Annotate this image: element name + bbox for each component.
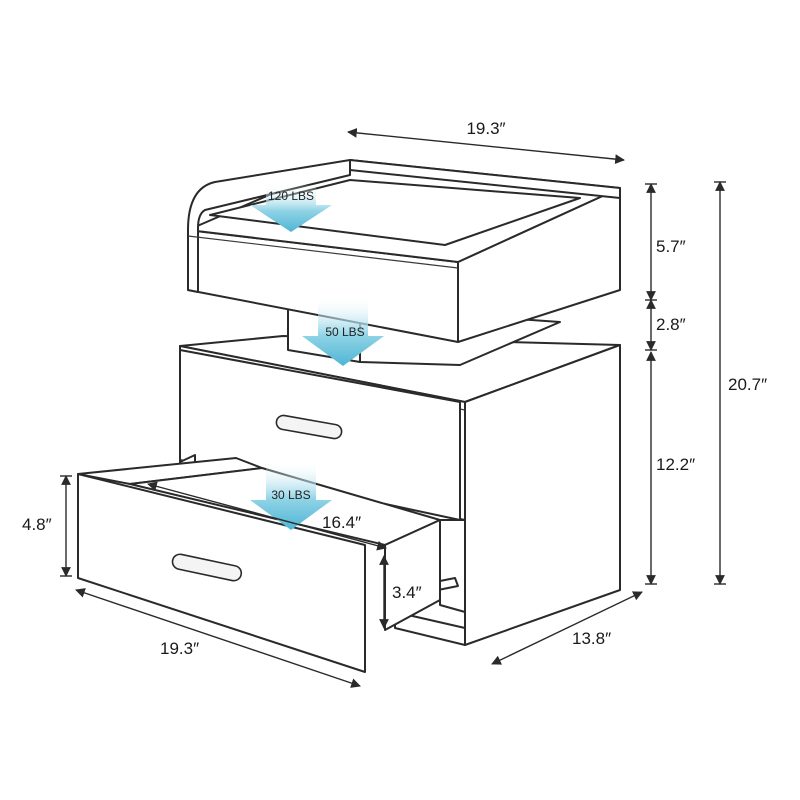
dimension-depth: 13.8″ [491,591,643,665]
top-shelf-height-label: 5.7″ [656,237,686,256]
drawer-inner-height-label: 3.4″ [392,583,422,602]
load-arrow-top-shelf: 120 LBS [250,185,332,232]
total-height-label: 20.7″ [728,375,767,394]
upper-drawer [179,349,461,521]
body-height-label: 12.2″ [656,455,695,474]
dimension-bottom-width: 19.3″ [75,588,361,688]
dimension-drawer-front-height: 4.8″ [22,475,72,577]
load-label-top-shelf: 120 LBS [268,189,314,203]
bottom-width-label: 19.3″ [160,639,199,658]
top-tray [187,159,621,343]
tray-left-rim [187,159,351,293]
open-shelf-height-label: 2.8″ [656,315,686,334]
drawer-depth-label: 16.4″ [322,513,361,532]
dimension-drawer-depth: 16.4″ [147,481,387,551]
dimension-total-height: 20.7″ [714,181,767,585]
dimension-body-height: 12.2″ [645,351,695,585]
depth-label: 13.8″ [572,629,611,648]
lower-drawer-handle [171,553,243,582]
upper-drawer-handle [275,414,343,440]
load-arrow-open-shelf: 50 LBS [302,298,384,366]
load-label-open-shelf: 50 LBS [325,325,364,339]
load-label-drawer: 30 LBS [271,488,310,502]
dimension-top-shelf-height: 5.7″ [645,183,686,301]
drawer-front-height-label: 4.8″ [22,515,52,534]
dimension-top-width: 19.3″ [347,119,625,164]
dimension-drawer-inner-height: 3.4″ [379,555,422,629]
dimension-open-shelf-height: 2.8″ [645,299,686,351]
top-width-label: 19.3″ [466,119,505,138]
drawer-cavity-right-wall [439,519,466,613]
